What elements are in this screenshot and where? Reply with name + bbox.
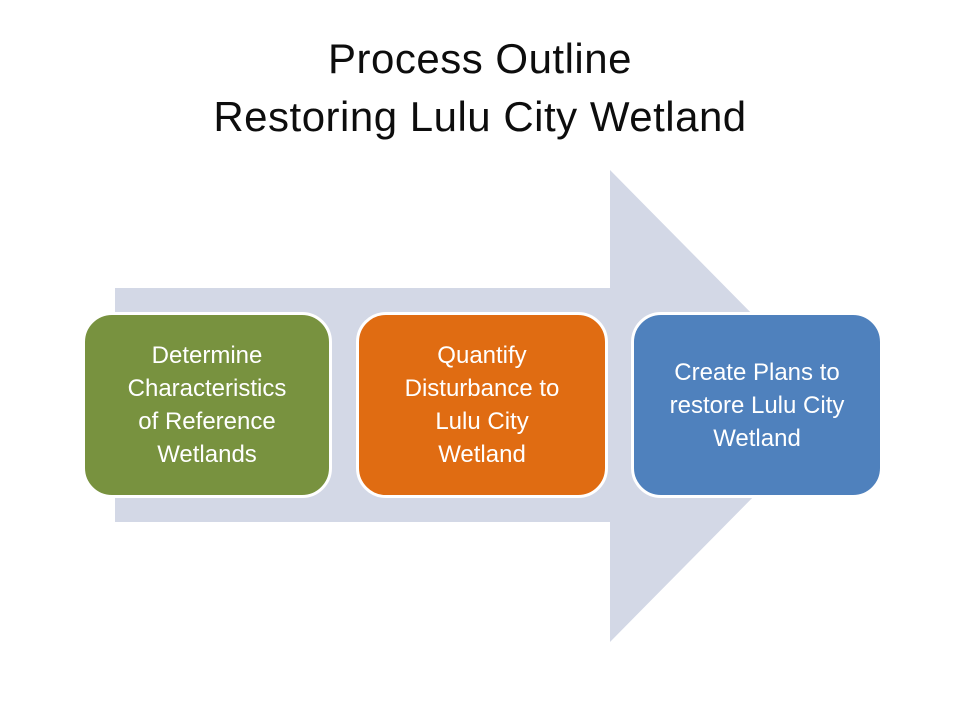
process-step-quantify-disturbance: Quantify Disturbance to Lulu City Wetlan… bbox=[356, 312, 608, 498]
title-line-2: Restoring Lulu City Wetland bbox=[213, 93, 747, 140]
slide-title: Process Outline Restoring Lulu City Wetl… bbox=[0, 30, 960, 146]
process-step-label: Determine Characteristics of Reference W… bbox=[127, 342, 287, 468]
process-step-create-plans: Create Plans to restore Lulu City Wetlan… bbox=[631, 312, 883, 498]
process-step-label: Quantify Disturbance to Lulu City Wetlan… bbox=[404, 342, 560, 468]
title-line-1: Process Outline bbox=[328, 35, 632, 82]
process-step-reference-wetlands: Determine Characteristics of Reference W… bbox=[82, 312, 332, 498]
process-step-label: Create Plans to restore Lulu City Wetlan… bbox=[669, 358, 845, 452]
